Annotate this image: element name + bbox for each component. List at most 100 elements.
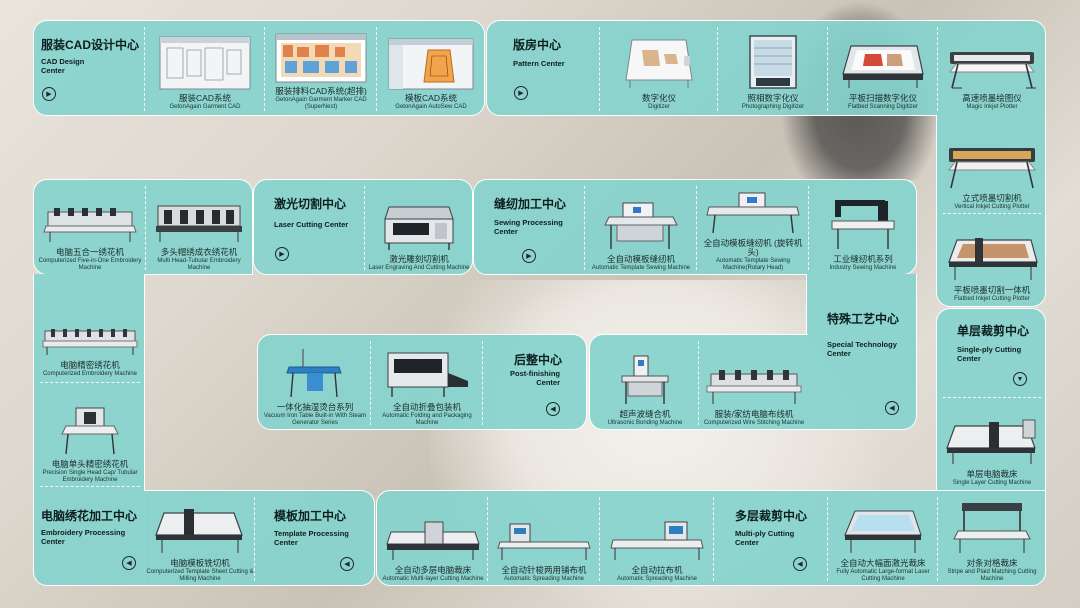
sewing-title-en: Sewing Processing Center <box>494 218 563 236</box>
special-item-ultrasonic[interactable]: 超声波缝合机 Ultrasonic Bonding Machine <box>592 339 698 427</box>
post-title-cn: 后整中心 <box>514 353 563 367</box>
cad-item-marker-cad[interactable]: 服装排料CAD系统(超排) GetonAgain Garment Marker … <box>266 25 376 111</box>
spreading-machine-icon <box>497 523 591 561</box>
photo-digitizer-icon <box>749 35 797 90</box>
rotary-head-sewing-icon <box>706 192 800 233</box>
special-items-panel: 超声波缝合机 Ultrasonic Bonding Machine 服装/家纺电… <box>589 334 808 430</box>
post-item-vacuum-iron-table[interactable]: 一体化抽湿烫台系列 Vacuum Iron Table Built-in Wit… <box>260 339 370 427</box>
cad-arrow-right-icon[interactable]: ▶ <box>42 87 56 101</box>
sewing-processing-center-panel: 缝纫加工中心 Sewing Processing Center ▶ 全自动模板缝… <box>473 179 917 275</box>
single-head-embroidery-icon <box>61 407 119 455</box>
sewing-item-template-rotary[interactable]: 全自动模板缝纫机 (旋转机头) Automatic Template Sewin… <box>698 184 808 272</box>
multi-arrow-left-icon[interactable]: ◀ <box>793 557 807 571</box>
laser-item-engraving-cutting[interactable]: 激光雕刻切割机 Laser Engraving And Cutting Mach… <box>366 184 472 272</box>
multi-ply-cutting-center-panel: 全自动多层电脑裁床 Automatic Multi-layer Cutting … <box>376 490 1046 586</box>
embroidery-top-panel: 电脑五合一绣花机 Computerized Five-in-One Embroi… <box>33 179 253 275</box>
single-title-en: Single-ply Cutting Center <box>957 345 1022 363</box>
folding-packaging-icon <box>387 352 468 398</box>
template-item-milling[interactable]: 电脑模板铣切机 Computerized Template Sheet Cutt… <box>146 495 254 583</box>
pattern-item-vertical-inkjet[interactable]: 立式喷墨切割机 Vertical Inkjet Cutting Plotter <box>939 119 1045 211</box>
cad-software-screen-icon <box>159 36 251 90</box>
post-item-folding-packaging[interactable]: 全自动折叠包装机 Automatic Folding and Packaging… <box>372 339 482 427</box>
sewing-item-industry[interactable]: 工业缝纫机系列 Industry Sewing Machine <box>810 184 916 272</box>
large-format-laser-icon <box>844 510 922 554</box>
template-sewing-machine-icon <box>604 202 678 250</box>
stripe-plaid-cutter-icon <box>953 503 1031 554</box>
cad-design-center-panel: 服装CAD设计中心 CAD Design Center ▶ 服装CAD系统 Ge… <box>33 20 485 116</box>
embroidery-title-en: Embroidery Processing Center <box>41 528 126 546</box>
special-title-cn: 特殊工艺中心 <box>827 312 900 326</box>
laser-title-cn: 激光切割中心 <box>274 197 347 211</box>
multi-head-embroidery-icon <box>156 205 242 243</box>
cad-item-autosew-cad[interactable]: 模板CAD系统 GetonAgain AutoSew CAD <box>378 25 484 111</box>
template-arrow-left-icon[interactable]: ◀ <box>340 557 354 571</box>
cad-title-en: CAD Design Center <box>41 57 85 75</box>
digitizer-icon <box>625 39 693 89</box>
cad-title-cn: 服装CAD设计中心 <box>41 38 139 52</box>
ultrasonic-bonding-icon <box>621 355 669 405</box>
pattern-center-panel: 版房中心 Pattern Center ▶ 数字化仪 Digitizer 照相数… <box>486 20 1046 116</box>
pattern-title-en: Pattern Center <box>513 59 565 68</box>
post-arrow-left-icon[interactable]: ◀ <box>546 402 560 416</box>
pattern-center-column: 立式喷墨切割机 Vertical Inkjet Cutting Plotter … <box>936 115 1046 307</box>
pattern-item-flatbed-scanning[interactable]: 平板扫描数字化仪 Flatbed Scanning Digitizer <box>829 25 937 111</box>
pattern-item-flatbed-inkjet-cutting[interactable]: 平板喷墨切割一体机 Flatbed Inkjet Cutting Plotter <box>939 215 1045 303</box>
post-title-en: Post-finishing Center <box>510 369 560 387</box>
flatbed-inkjet-cutter-icon <box>948 238 1038 281</box>
template-processing-center-panel: 电脑模板铣切机 Computerized Template Sheet Cutt… <box>144 490 375 586</box>
pattern-title-cn: 版房中心 <box>513 38 562 52</box>
template-milling-icon <box>155 509 243 554</box>
vacuum-iron-table-icon <box>286 349 342 398</box>
embroidery-item-multi-head-tubular[interactable]: 多头帽绣成衣绣花机 Multi Head-Tubular Embroidery … <box>146 184 252 272</box>
single-layer-cutter-icon <box>946 419 1036 465</box>
special-title-en: Special Technology Center <box>827 340 897 358</box>
marker-software-screen-icon <box>275 33 367 83</box>
pattern-item-digitizer[interactable]: 数字化仪 Digitizer <box>601 25 717 111</box>
multi-title-cn: 多层裁剪中心 <box>735 509 808 523</box>
embroidery-title-cn: 电脑绣花加工中心 <box>41 509 138 523</box>
inkjet-plotter-icon <box>949 52 1036 89</box>
multi-item-multi-layer-cutting[interactable]: 全自动多层电脑裁床 Automatic Multi-layer Cutting … <box>379 495 487 583</box>
template-title-en: Template Processing Center <box>274 529 349 547</box>
cad-item-garment-cad[interactable]: 服装CAD系统 GetonAgain Garment CAD <box>146 25 264 111</box>
computerized-embroidery-icon <box>42 329 138 356</box>
single-arrow-down-icon[interactable]: ▼ <box>1013 372 1027 386</box>
special-item-wire-stitching[interactable]: 服装/家纺电脑布线机 Computerized Wire Stitching M… <box>700 339 808 427</box>
embroidery-arrow-left-icon[interactable]: ◀ <box>122 556 136 570</box>
multi-title-en: Multi-ply Cutting Center <box>735 529 795 547</box>
laser-arrow-right-icon[interactable]: ▶ <box>275 247 289 261</box>
embroidery-item-computerized[interactable]: 电脑精密绣花机 Computerized Embroidery Machine <box>36 280 144 378</box>
single-item-cutting-machine[interactable]: 单层电脑裁床 Single Layer Cutting Machine <box>939 401 1045 487</box>
pattern-item-inkjet-plotter[interactable]: 高速喷墨绘图仪 Magic Inkjet Plotter <box>939 25 1045 111</box>
template-title-cn: 模板加工中心 <box>274 509 347 523</box>
wire-stitching-icon <box>706 370 802 405</box>
vertical-inkjet-icon <box>948 148 1036 189</box>
laser-engraver-icon <box>384 206 454 251</box>
pattern-arrow-right-icon[interactable]: ▶ <box>514 86 528 100</box>
five-in-one-embroidery-icon <box>43 208 137 243</box>
special-arrow-left-icon[interactable]: ◀ <box>885 401 899 415</box>
autosew-software-screen-icon <box>388 38 474 90</box>
embroidery-item-single-head[interactable]: 电脑单头精密绣花机 Precision Single Head Cap/ Tub… <box>36 386 144 484</box>
multi-title-block: 多层裁剪中心 Multi-ply Cutting Center ◀ <box>715 495 827 583</box>
special-title-panel: 特殊工艺中心 Special Technology Center ◀ <box>806 274 917 430</box>
laser-cutting-center-panel: 激光切割中心 Laser Cutting Center ▶ 激光雕刻切割机 La… <box>253 179 473 275</box>
multi-item-spreading-needle[interactable]: 全自动针梭两用铺布机 Automatic Spreading Machine <box>489 495 599 583</box>
flatbed-scanner-icon <box>842 45 924 89</box>
embroidery-column-panel: 电脑精密绣花机 Computerized Embroidery Machine … <box>33 274 145 586</box>
laser-title-en: Laser Cutting Center <box>274 220 349 229</box>
multi-item-spreading-auto[interactable]: 全自动拉布机 Automatic Spreading Machine <box>601 495 713 583</box>
pattern-item-photo-digitizer[interactable]: 照相数字化仪 Photographing Digitizer <box>719 25 827 111</box>
auto-spreader-icon <box>610 521 704 561</box>
sewing-title-cn: 缝纫加工中心 <box>494 197 567 211</box>
embroidery-item-five-in-one[interactable]: 电脑五合一绣花机 Computerized Five-in-One Embroi… <box>36 184 144 272</box>
industrial-sewing-machine-icon <box>831 200 895 250</box>
single-title-cn: 单层裁剪中心 <box>957 324 1030 338</box>
post-finishing-center-panel: 一体化抽湿烫台系列 Vacuum Iron Table Built-in Wit… <box>257 334 587 430</box>
multi-item-stripe-plaid[interactable]: 对条对格裁床 Stripe and Plaid Matching Cutting… <box>939 495 1045 583</box>
sewing-item-template-sewing[interactable]: 全自动模板缝纫机 Automatic Template Sewing Machi… <box>586 184 696 272</box>
multi-layer-cutter-icon <box>386 521 480 561</box>
single-ply-cutting-center-panel: 单层裁剪中心 Single-ply Cutting Center ▼ 单层电脑裁… <box>936 308 1046 490</box>
sewing-arrow-right-icon[interactable]: ▶ <box>522 249 536 263</box>
multi-item-laser-large-format[interactable]: 全自动大幅面激光裁床 Fully Automatic Large-format … <box>829 495 937 583</box>
